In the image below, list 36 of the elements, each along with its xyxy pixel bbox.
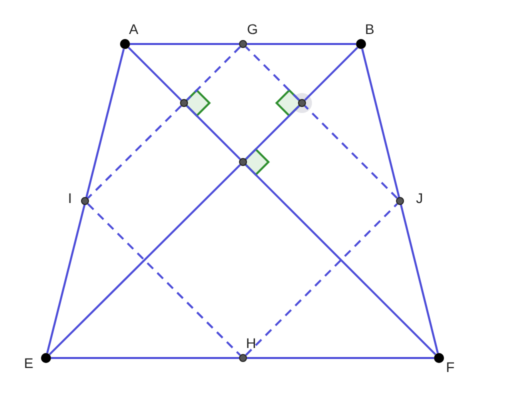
line-segment (130, 43, 239, 45)
point-label: F (446, 360, 455, 374)
line-segment (46, 48, 125, 354)
point-label: G (247, 22, 258, 36)
dashed-segment (186, 46, 241, 101)
point-dot (81, 197, 89, 205)
point-dot (396, 197, 404, 205)
point-dot (180, 99, 188, 107)
line-segment (128, 46, 182, 101)
line-segment (304, 46, 358, 101)
line-segment (245, 105, 300, 160)
point-dot (356, 39, 366, 49)
line-segment (186, 105, 241, 160)
point-label: A (129, 22, 138, 36)
point-dot (41, 353, 51, 363)
point-dot (239, 158, 247, 166)
line-segment (361, 48, 439, 354)
dashed-segment (245, 46, 300, 101)
dashed-segment (87, 203, 241, 356)
line-segment (247, 357, 434, 359)
point-dot (239, 40, 247, 48)
dashed-segment (245, 203, 398, 356)
point-label: E (24, 356, 34, 370)
line-segment (247, 43, 356, 45)
point-label: J (416, 191, 423, 205)
dashed-segment (304, 105, 398, 199)
point-dot (120, 39, 130, 49)
point-label: B (365, 22, 374, 36)
line-segment (245, 164, 436, 356)
line-segment (48, 164, 241, 356)
point-label: H (246, 336, 256, 350)
line-segment (51, 357, 239, 359)
dashed-segment (87, 105, 182, 199)
point-label: I (68, 191, 72, 205)
point-dot (239, 354, 247, 362)
point-dot (434, 353, 444, 363)
